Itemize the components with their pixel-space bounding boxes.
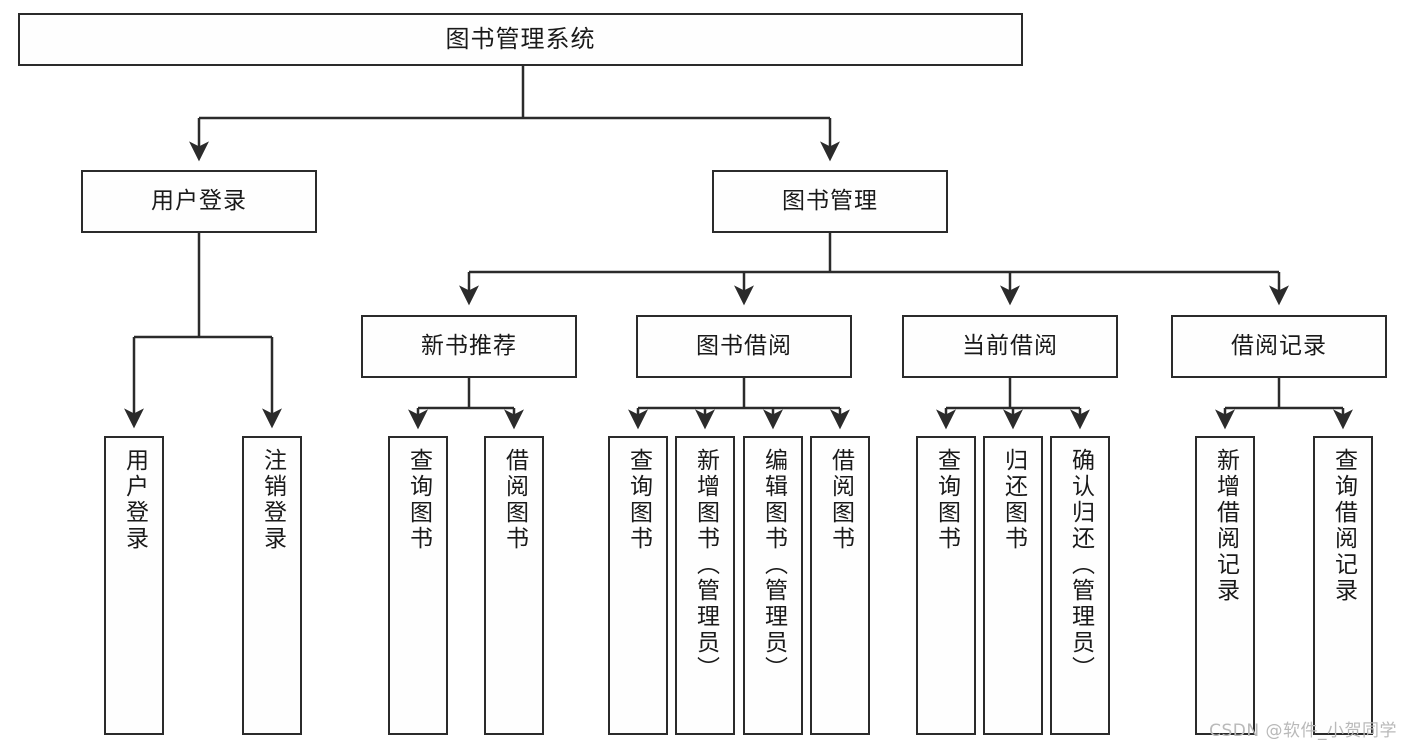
node-current-borrow[interactable]: 当前借阅	[902, 315, 1118, 378]
watermark-text: CSDN @软件_小贺同学	[1209, 721, 1397, 741]
node-label: 借阅图书	[501, 448, 528, 552]
node-label: 图书管理	[782, 187, 878, 214]
node-label: 图书借阅	[696, 332, 792, 359]
node-user-login[interactable]: 用户登录	[81, 170, 317, 233]
node-label: 查询图书	[405, 448, 432, 552]
node-book-borrow[interactable]: 图书借阅	[636, 315, 852, 378]
leaf-book-borrow-borrow[interactable]: 借阅图书	[810, 436, 870, 735]
leaf-user-login-logout[interactable]: 注销登录	[242, 436, 302, 735]
node-book-management[interactable]: 图书管理	[712, 170, 948, 233]
leaf-new-book-query[interactable]: 查询图书	[388, 436, 448, 735]
node-label: 新增图书（管理员）	[692, 448, 719, 682]
node-label: 编辑图书（管理员）	[760, 448, 787, 682]
node-label: 注销登录	[259, 448, 286, 552]
node-label: 当前借阅	[962, 332, 1058, 359]
node-label: 查询借阅记录	[1330, 448, 1357, 604]
node-label: 新书推荐	[421, 332, 517, 359]
leaf-new-book-borrow[interactable]: 借阅图书	[484, 436, 544, 735]
node-label: 用户登录	[151, 187, 247, 214]
leaf-current-borrow-query[interactable]: 查询图书	[916, 436, 976, 735]
leaf-borrow-record-query[interactable]: 查询借阅记录	[1313, 436, 1373, 735]
leaf-book-borrow-add[interactable]: 新增图书（管理员）	[675, 436, 735, 735]
node-label: 查询图书	[625, 448, 652, 552]
leaf-current-borrow-confirm-return[interactable]: 确认归还（管理员）	[1050, 436, 1110, 735]
node-label: 新增借阅记录	[1212, 448, 1239, 604]
node-new-book-recommend[interactable]: 新书推荐	[361, 315, 577, 378]
leaf-book-borrow-query[interactable]: 查询图书	[608, 436, 668, 735]
leaf-user-login-login[interactable]: 用户登录	[104, 436, 164, 735]
node-label: 查询图书	[933, 448, 960, 552]
node-label: 借阅记录	[1231, 332, 1327, 359]
node-borrow-record[interactable]: 借阅记录	[1171, 315, 1387, 378]
node-label: 借阅图书	[827, 448, 854, 552]
node-label: 归还图书	[1000, 448, 1027, 552]
leaf-current-borrow-return[interactable]: 归还图书	[983, 436, 1043, 735]
leaf-book-borrow-edit[interactable]: 编辑图书（管理员）	[743, 436, 803, 735]
leaf-borrow-record-add[interactable]: 新增借阅记录	[1195, 436, 1255, 735]
node-label: 用户登录	[121, 448, 148, 552]
node-label: 确认归还（管理员）	[1067, 448, 1094, 682]
node-root-system[interactable]: 图书管理系统	[18, 13, 1023, 66]
node-label: 图书管理系统	[445, 25, 596, 54]
